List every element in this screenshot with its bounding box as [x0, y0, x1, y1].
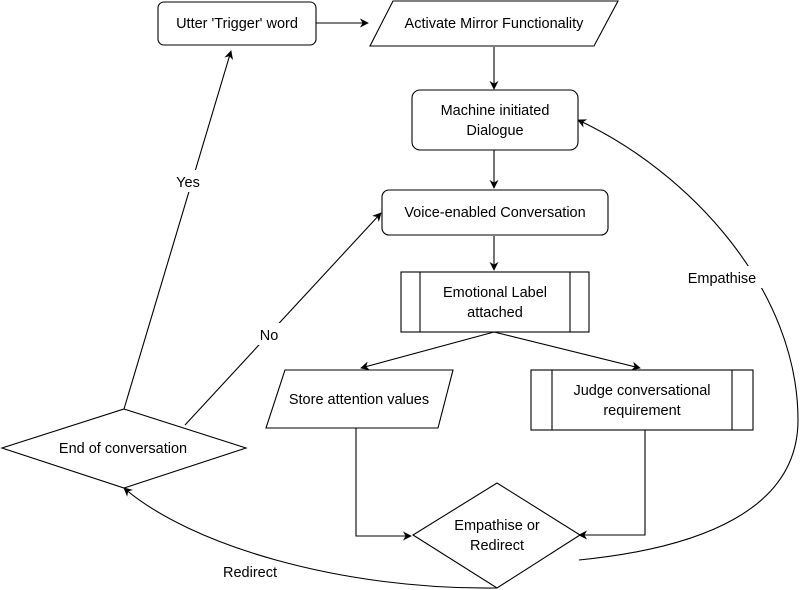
node-trigger-shape	[157, 1, 317, 46]
node-voice-conversation-shape	[381, 189, 609, 236]
edge-labels: Yes No Empathise Redirect	[171, 170, 764, 581]
node-emotional-label-shape	[400, 271, 590, 333]
node-end-conversation: End of conversation	[0, 408, 248, 489]
empathise-label-bg	[682, 266, 764, 288]
node-end-conversation-label: End of conversation	[59, 441, 187, 457]
edge-label-yes: Yes	[176, 175, 200, 191]
node-trigger: Utter 'Trigger' word	[157, 1, 317, 46]
edge-store-to-decision	[355, 428, 412, 541]
node-voice-conversation-label: Voice-enabled Conversation	[404, 205, 585, 221]
node-machine-dialogue-line1: Machine initiated	[441, 103, 550, 119]
node-store-attention: Store attention values	[265, 369, 454, 429]
node-emotional-label-line1: Emotional Label	[443, 285, 547, 301]
yes-label-bg	[171, 170, 205, 192]
edge-label-empathise: Empathise	[688, 271, 757, 287]
node-judge-requirement-line1: Judge conversational	[573, 383, 710, 399]
node-judge-requirement-line2: requirement	[603, 403, 680, 419]
node-empathise-redirect: Empathise or Redirect	[411, 482, 582, 589]
edge-judge-to-decision	[578, 430, 646, 540]
edge-end-yes-to-trigger	[123, 50, 233, 410]
edge-decision-empathise-to-dialogue	[577, 119, 799, 561]
node-store-attention-label: Store attention values	[289, 392, 429, 408]
no-label-bg	[255, 323, 283, 345]
node-empathise-redirect-line2: Redirect	[470, 538, 524, 554]
node-emotional-label: Emotional Label attached	[400, 271, 590, 333]
node-machine-dialogue: Machine initiated Dialogue	[411, 89, 579, 151]
node-activate-shape	[369, 0, 619, 47]
node-machine-dialogue-shape	[411, 89, 579, 151]
edge-decision-redirect-to-end	[123, 487, 498, 589]
node-judge-requirement: Judge conversational requirement	[530, 369, 754, 431]
node-judge-requirement-shape	[530, 369, 754, 431]
node-store-attention-shape	[265, 369, 454, 429]
node-activate: Activate Mirror Functionality	[369, 0, 619, 47]
node-machine-dialogue-line2: Dialogue	[466, 123, 523, 139]
node-end-conversation-shape	[0, 408, 248, 489]
edge-label-no: No	[260, 328, 279, 344]
node-empathise-redirect-line1: Empathise or	[454, 518, 540, 534]
edges	[123, 18, 799, 589]
edge-end-no-to-conversation	[184, 212, 382, 426]
node-activate-label: Activate Mirror Functionality	[405, 16, 585, 32]
node-emotional-label-line2: attached	[467, 305, 523, 321]
node-voice-conversation: Voice-enabled Conversation	[381, 189, 609, 236]
edge-label-redirect: Redirect	[223, 565, 277, 581]
edge-label-to-store	[360, 331, 495, 371]
node-empathise-redirect-shape	[411, 482, 582, 589]
edge-label-to-judge	[493, 331, 641, 371]
node-trigger-label: Utter 'Trigger' word	[176, 16, 298, 32]
